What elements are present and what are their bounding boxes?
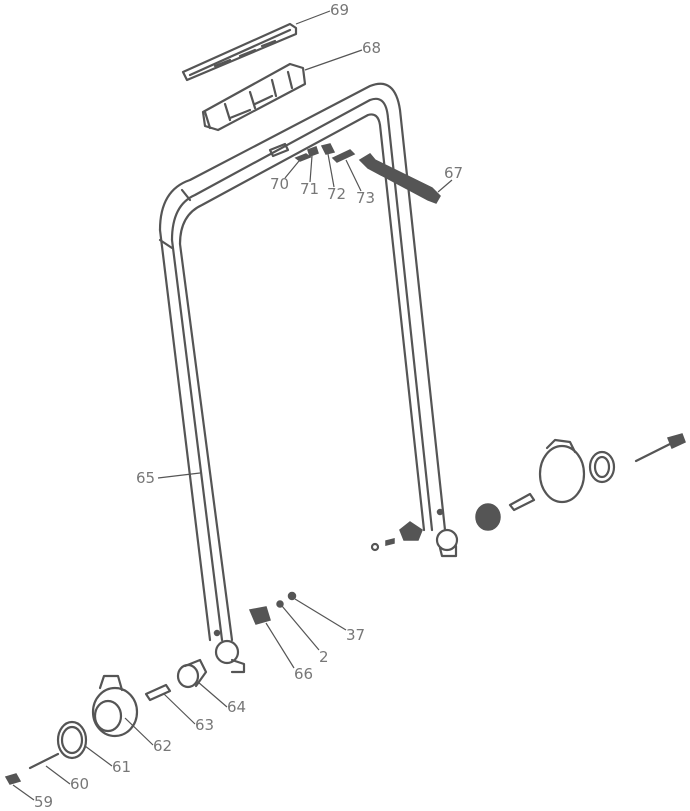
part-label-60: 60 [70,775,90,793]
part-label-72: 72 [327,185,347,203]
part-label-61: 61 [112,758,132,776]
part-label-37: 37 [346,626,366,644]
part-label-66: 66 [294,665,314,683]
part-65-handlebar-frame [157,82,459,674]
part-label-68: 68 [362,39,382,57]
part-68-housing [201,49,363,132]
left-side-hardware [4,658,228,801]
part-66-2-37 [248,591,347,669]
part-label-62: 62 [153,737,173,755]
part-label-67: 67 [444,164,464,182]
part-label-2: 2 [319,648,329,666]
part-69-top-cover [181,10,331,82]
part-label-71: 71 [300,180,320,198]
part-label-63: 63 [195,716,215,734]
part-label-70: 70 [270,175,290,193]
part-67-lever [358,153,453,204]
part-label-64: 64 [227,698,247,716]
part-label-73: 73 [356,189,376,207]
part-label-59: 59 [34,793,54,811]
part-label-65: 65 [136,469,156,487]
part-label-69: 69 [330,1,350,19]
part-70-73-small-components [284,143,362,192]
right-side-hardware [370,433,686,552]
